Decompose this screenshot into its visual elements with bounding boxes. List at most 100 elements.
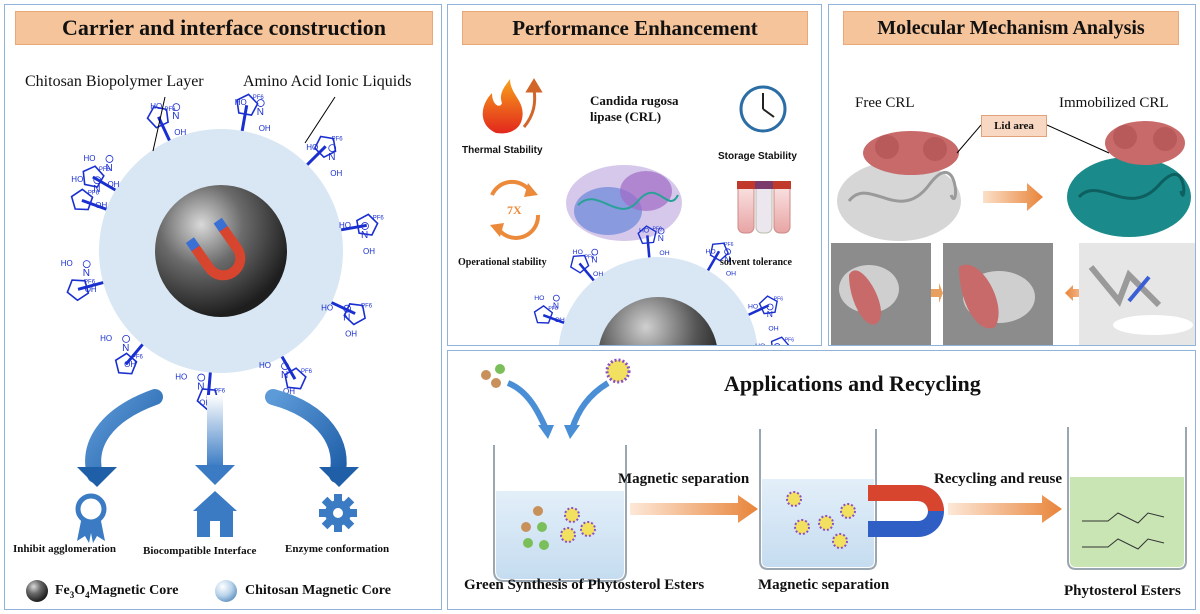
up-arrow-icon	[522, 78, 543, 128]
operational-stability-label: Operational stability	[458, 257, 547, 268]
svg-text:PF6: PF6	[253, 95, 265, 101]
arrow-right	[265, 389, 347, 483]
gear-icon	[319, 494, 357, 532]
svg-text:HO: HO	[339, 221, 351, 230]
ionic-liquid-unit: N HO OH PF6	[70, 175, 108, 211]
test-tubes-icon	[737, 181, 791, 234]
panel1-title: Carrier and interface construction	[15, 11, 433, 45]
svg-text:N: N	[105, 163, 112, 174]
svg-text:OH: OH	[593, 271, 603, 278]
svg-text:PF6: PF6	[724, 242, 734, 248]
enzyme-structure	[566, 165, 682, 241]
svg-text:HO: HO	[259, 361, 271, 370]
svg-text:OH: OH	[363, 247, 375, 256]
svg-text:OH: OH	[174, 128, 186, 137]
legend-chitosan-icon	[215, 580, 237, 602]
svg-text:N: N	[328, 152, 335, 163]
house-icon	[193, 491, 237, 537]
legend-fe3o4-label: Fe3O4Magnetic Core	[55, 583, 179, 600]
svg-text:HO: HO	[755, 343, 765, 346]
svg-text:OH: OH	[107, 180, 119, 189]
svg-text:HO: HO	[71, 175, 83, 184]
arrow-center	[207, 395, 223, 467]
chitosan-layer-label: Chitosan Biopolymer Layer	[25, 73, 204, 90]
svg-text:OH: OH	[726, 271, 736, 278]
outcome-biocompatible-interface: Biocompatible Interface	[143, 545, 257, 557]
svg-text:N: N	[343, 313, 350, 324]
svg-text:OH: OH	[259, 124, 271, 133]
svg-text:N: N	[93, 184, 100, 195]
svg-text:OH: OH	[95, 201, 107, 210]
svg-text:N: N	[361, 230, 368, 241]
performance-diagram: NHOOHPF6NHOOHPF6NHOOHPF6NHOOHPF6NHOOHPF6…	[482, 78, 795, 346]
arrow1-label: Magnetic separation	[618, 471, 750, 487]
arrow2-label: Recycling and reuse	[934, 471, 1063, 487]
legend-chitosan-label: Chitosan Magnetic Core	[245, 583, 391, 598]
mechanism-arrow-right	[983, 183, 1043, 211]
free-crl-label: Free CRL	[855, 95, 915, 111]
svg-text:PF6: PF6	[373, 215, 385, 221]
clock-icon	[739, 85, 787, 133]
svg-text:HO: HO	[175, 373, 187, 382]
svg-text:PF6: PF6	[774, 296, 784, 302]
svg-text:PF6: PF6	[332, 136, 344, 142]
svg-text:N: N	[658, 233, 664, 243]
svg-text:N: N	[591, 254, 597, 264]
step1-caption: Green Synthesis of Phytosterol Esters	[464, 577, 705, 593]
svg-text:PF6: PF6	[585, 254, 595, 260]
immobilized-crl-label: Immobilized CRL	[1059, 95, 1169, 111]
ionic-liquid-units-partial: NHOOHPF6NHOOHPF6NHOOHPF6NHOOHPF6NHOOHPF6…	[533, 225, 795, 346]
svg-text:HO: HO	[639, 228, 649, 235]
applications-diagram	[481, 358, 1187, 582]
enzyme-label-line2: lipase (CRL)	[590, 109, 662, 124]
process-arrow-2	[948, 495, 1062, 523]
svg-text:N: N	[724, 254, 730, 264]
fire-icon	[482, 79, 523, 134]
magnetic-core	[155, 185, 287, 317]
solvent-tolerance-label: solvent tolerance	[720, 257, 792, 268]
cycle-icon	[490, 179, 541, 240]
svg-text:HO: HO	[83, 154, 95, 163]
svg-text:PF6: PF6	[785, 337, 795, 343]
svg-text:OH: OH	[555, 317, 565, 324]
svg-text:PF6: PF6	[164, 107, 176, 113]
step3-caption: Phytosterol Esters	[1064, 583, 1181, 599]
panel-applications: Applications and Recycling Magnetic sepa…	[447, 350, 1196, 610]
horseshoe-magnet-icon	[868, 485, 944, 537]
panel3-title: Molecular Mechanism Analysis	[843, 11, 1179, 45]
free-crl-structure	[837, 131, 961, 241]
beaker-2	[759, 429, 877, 570]
svg-text:HO: HO	[61, 259, 73, 268]
svg-text:N: N	[257, 107, 264, 118]
svg-text:HO: HO	[573, 249, 583, 256]
surface-arrow-small	[931, 283, 943, 303]
outcome-enzyme-conformation: Enzyme conformation	[285, 543, 390, 555]
svg-text:OH: OH	[85, 285, 97, 294]
panel4-title: Applications and Recycling	[724, 371, 981, 396]
svg-text:OH: OH	[199, 399, 211, 408]
panel-molecular-mechanism: Molecular Mechanism Analysis Free CRL Im…	[828, 4, 1196, 346]
storage-stability-label: Storage Stability	[718, 151, 797, 162]
cycle-label: 7X	[507, 203, 522, 217]
immobilized-crl-structure	[1067, 121, 1191, 237]
nanoparticle-icon	[605, 358, 631, 384]
lid-area-label: Lid area	[981, 115, 1047, 137]
svg-text:PF6: PF6	[88, 190, 100, 196]
ionic-liquid-unit: N HO OH PF6	[339, 213, 385, 256]
outcome-inhibit-agglomeration: Inhibit agglomeration	[13, 543, 116, 555]
beaker-1	[493, 445, 627, 582]
magnet-icon	[185, 217, 246, 281]
svg-text:PF6: PF6	[132, 354, 144, 360]
